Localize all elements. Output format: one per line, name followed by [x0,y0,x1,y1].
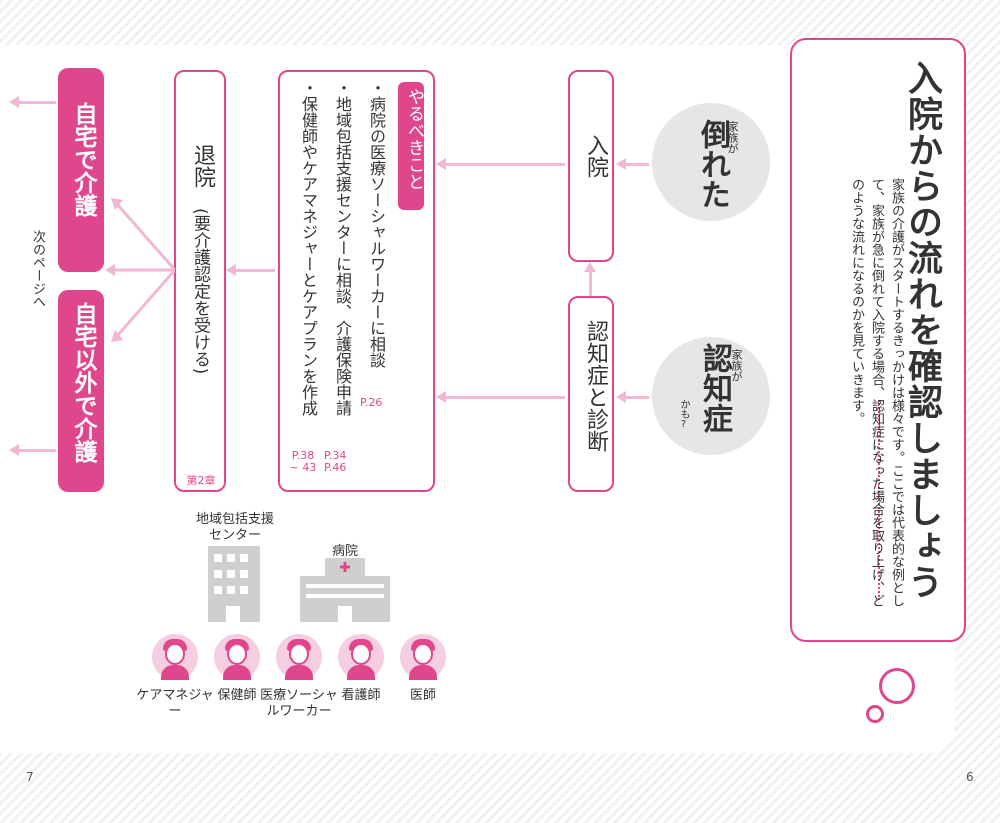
trigger-dementia-suffix: かも? [678,399,689,430]
door [226,606,240,622]
public-health-nurse-icon [214,634,260,680]
arrow-next-top [9,96,56,108]
step-admission: 入院 [568,70,614,262]
arrow-dementia-to-diagnosis [616,391,649,403]
window [227,554,235,562]
arrow-next-bottom [9,444,56,456]
arrow-admission-to-todo [436,158,565,170]
page-number-left: 7 [26,770,34,784]
todo-item-2: ・地域包括支援センターに相談、介護保険申請 [333,80,352,416]
step-diagnosis-label: 認知症と診断 [583,320,608,452]
window [214,586,222,594]
branch-head-up [111,198,123,210]
outcome-home: 自宅で介護 [58,68,104,272]
arrow-diagnosis-to-todo [436,391,565,403]
outcome-home-label: 自宅で介護 [70,102,96,217]
arrow-todo-to-discharge [226,264,275,276]
nurse-icon [338,634,384,680]
facility-community-label: 地域包括支援センター [195,512,274,543]
window [214,554,222,562]
branch-head-down [111,330,123,342]
door [338,606,352,622]
intro-text: 家族の介護がスタートするきっかけは様々です。ここでは代表的な例として、家族が急に… [849,178,904,607]
doctor-icon [400,634,446,680]
discharge-chapter: 第2章 [186,474,216,487]
page-number-right: 6 [966,770,974,784]
discharge-box: 退院 (要介護認定を受ける) 第2章 [174,70,226,492]
person-label-care-manager: ケアマネジャー [136,688,214,719]
trigger-collapsed-main: 倒れた [695,119,730,209]
branch-line-up [115,203,175,271]
todo-ref-1: P.26 [360,396,383,409]
step-diagnosis: 認知症と診断 [568,296,614,492]
step-admission-label: 入院 [583,134,608,178]
discharge-label: 退院 [190,144,215,188]
trigger-dementia: 家族が 認知症 かも? [652,337,770,455]
building-hospital [300,576,390,622]
arrow-diagnosis-to-admission-head [584,262,596,272]
todo-item-3: ・保健師やケアマネジャーとケアプランを作成 [299,80,318,416]
trigger-collapsed-small: 家族が [726,121,739,154]
trigger-dementia-small: 家族が [730,349,743,382]
branch-arrows [105,198,175,342]
trigger-dementia-main: 認知症 [697,343,732,433]
building-community-center [208,546,260,622]
window [214,570,222,578]
page-title: 入院からの流れを確認しましょう [902,60,942,600]
trigger-collapsed: 家族が 倒れた [652,103,770,221]
todo-box: やるべきこと ・病院の医療ソーシャルワーカーに相談 ・地域包括支援センターに相談… [278,70,435,492]
window [227,570,235,578]
outcome-elsewhere: 自宅以外で介護 [58,290,104,492]
next-page-label: 次のページへ [30,230,45,308]
window [240,570,248,578]
window [227,586,235,594]
todo-item-1: ・病院の医療ソーシャルワーカーに相談 [367,80,386,368]
building-hospital-tower [325,558,365,578]
person-label-doctor: 医師 [409,688,436,703]
discharge-sub: (要介護認定を受ける) [190,208,210,375]
window [306,594,384,598]
title-card: 入院からの流れを確認しましょう 家族の介護がスタートするきっかけは様々です。ここ… [790,38,966,642]
branch-line-down [115,269,175,337]
person-label-public-health-nurse: 保健師 [217,688,257,703]
window [240,586,248,594]
window [306,584,384,588]
title-divider [878,400,880,600]
person-label-nurse: 看護師 [341,688,381,703]
window [240,554,248,562]
facility-hospital-label: 病院 [331,544,358,559]
todo-label-box: やるべきこと [398,82,424,210]
thought-bubble-small [866,705,884,723]
arrow-collapsed-to-admission [616,158,649,170]
todo-label: やるべきこと [404,88,424,190]
social-worker-icon [276,634,322,680]
todo-ref-2: P.34 P.46 [324,449,347,474]
care-manager-icon [152,634,198,680]
person-label-social-worker: 医療ソーシャルワーカー [260,688,338,719]
thought-bubble-large [879,668,915,704]
hospital-cross-icon [340,562,350,572]
arrow-diagnosis-to-admission [589,272,592,296]
todo-ref-3: P.38 ~ 43 [289,449,317,474]
branch-head-mid [105,264,115,276]
outcome-elsewhere-label: 自宅以外で介護 [70,302,96,463]
